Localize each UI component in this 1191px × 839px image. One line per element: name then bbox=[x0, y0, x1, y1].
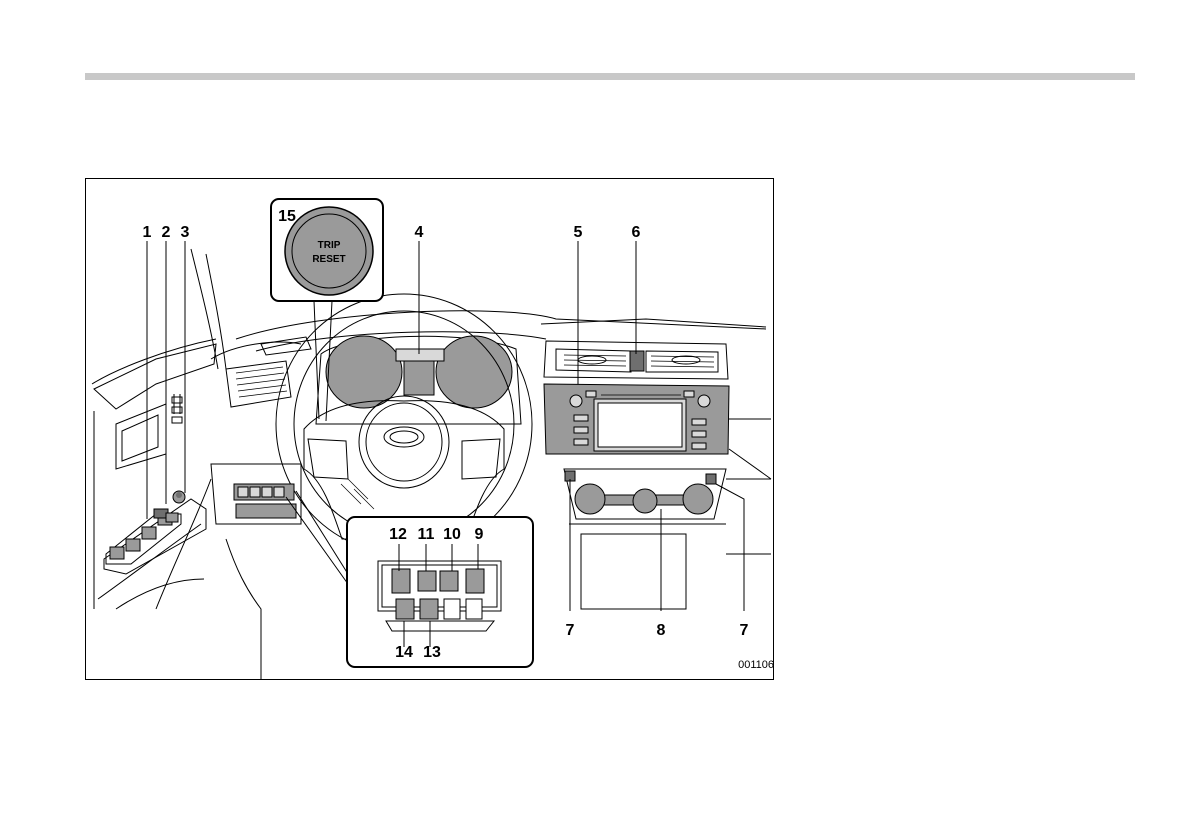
mirror-control-knob bbox=[173, 491, 185, 503]
label-9: 9 bbox=[475, 526, 484, 543]
label-10: 10 bbox=[443, 526, 461, 543]
label-13: 13 bbox=[423, 644, 441, 661]
label-8: 8 bbox=[657, 622, 666, 639]
label-14: 14 bbox=[395, 644, 413, 661]
window-switch-panel bbox=[106, 509, 181, 564]
top-rule bbox=[85, 73, 1135, 80]
label-4: 4 bbox=[415, 224, 424, 241]
climate-control-panel bbox=[564, 469, 726, 609]
label-6: 6 bbox=[632, 224, 641, 241]
label-2: 2 bbox=[162, 224, 171, 241]
label-11: 11 bbox=[418, 526, 435, 543]
switch-block-inset bbox=[286, 491, 533, 667]
figure-code: 001106 bbox=[738, 659, 774, 671]
label-15: 15 bbox=[278, 208, 296, 225]
dashboard-figure: TRIP RESET 1 2 3 bbox=[85, 178, 774, 680]
label-7-left: 7 bbox=[566, 622, 575, 639]
audio-panel bbox=[544, 384, 729, 454]
label-7-right: 7 bbox=[740, 622, 749, 639]
label-5: 5 bbox=[574, 224, 583, 241]
trip-button-line2: RESET bbox=[312, 254, 345, 265]
trip-button-line1: TRIP bbox=[318, 240, 341, 251]
lower-switch-strip bbox=[211, 464, 301, 524]
label-12: 12 bbox=[389, 526, 407, 543]
label-1: 1 bbox=[143, 224, 152, 241]
label-3: 3 bbox=[181, 224, 190, 241]
